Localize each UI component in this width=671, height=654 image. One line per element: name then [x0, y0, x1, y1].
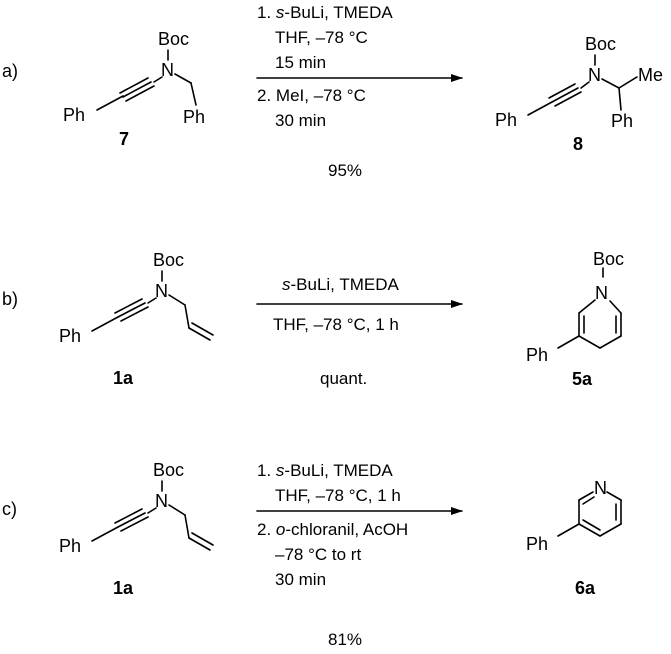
- bond: [618, 87, 622, 111]
- ring-bond: [578, 523, 601, 537]
- triple-bond: [117, 512, 146, 528]
- row-b-label: b): [2, 289, 18, 309]
- ring-bond: [578, 491, 594, 501]
- condition-line: 2. o-chloranil, AcOH: [257, 520, 408, 539]
- bond: [527, 101, 553, 116]
- ring-bond: [578, 335, 601, 349]
- bond: [147, 507, 157, 514]
- compound-7-structure: [96, 49, 197, 111]
- double-bond: [188, 327, 211, 341]
- compound-number: 6a: [575, 578, 596, 598]
- bond: [147, 297, 157, 304]
- bond: [601, 78, 620, 89]
- ph-label: Ph: [59, 326, 81, 346]
- boc-label: Boc: [158, 29, 189, 49]
- ring-bond: [599, 335, 622, 349]
- compound-number: 7: [119, 129, 129, 149]
- ph-label: Ph: [495, 110, 517, 130]
- triple-bond: [120, 306, 149, 322]
- n-atom-label: N: [155, 491, 168, 511]
- ph-label: Ph: [183, 107, 205, 127]
- ring-bond: [606, 491, 622, 501]
- triple-bond: [551, 87, 579, 103]
- compound-6a-structure: [557, 491, 622, 537]
- row-a-label: a): [2, 61, 18, 81]
- n-atom-label: N: [595, 283, 608, 303]
- condition-line: THF, –78 °C, 1 h: [275, 486, 401, 505]
- bond: [618, 76, 638, 89]
- bond: [168, 504, 186, 516]
- triple-bond: [117, 302, 146, 318]
- triple-bond: [122, 81, 152, 98]
- triple-bond: [554, 91, 582, 107]
- ring-bond: [599, 523, 622, 537]
- row-b: b) Boc N Ph 1a s-BuLi, TMEDA THF, –78 °C…: [2, 249, 624, 389]
- compound-number: 5a: [572, 369, 593, 389]
- compound-5a-structure: [557, 267, 622, 349]
- n-atom-label: N: [161, 60, 174, 80]
- bond: [190, 82, 197, 106]
- compound-number: 1a: [113, 368, 134, 388]
- ph-label: Ph: [526, 534, 548, 554]
- condition-line: THF, –78 °C, 1 h: [273, 315, 399, 334]
- double-bond-inner: [582, 519, 601, 531]
- condition-line: 15 min: [275, 53, 326, 72]
- bond: [168, 294, 186, 306]
- triple-bond: [119, 77, 149, 94]
- triple-bond: [114, 508, 143, 524]
- condition-line: 30 min: [275, 570, 326, 589]
- condition-line: 1. s-BuLi, TMEDA: [257, 3, 393, 22]
- bond: [580, 81, 590, 89]
- compound-8-structure: [527, 54, 638, 116]
- bond: [153, 76, 163, 83]
- bond: [184, 304, 190, 329]
- compound-1a-structure: [91, 270, 214, 341]
- double-bond-inner: [582, 496, 595, 505]
- condition-line: THF, –78 °C: [275, 28, 368, 47]
- bond: [96, 95, 124, 111]
- n-atom-label: N: [155, 281, 168, 301]
- yield-label: 95%: [328, 161, 362, 180]
- compound-1a-structure: [91, 480, 214, 551]
- yield-label: 81%: [328, 630, 362, 649]
- bond: [557, 523, 580, 537]
- boc-label: Boc: [153, 250, 184, 270]
- n-atom-label: N: [588, 65, 601, 85]
- ph-label: Ph: [59, 536, 81, 556]
- compound-number: 1a: [113, 578, 134, 598]
- triple-bond: [114, 298, 143, 314]
- row-a: a) Boc N Ph Ph 7 1. s-BuLi, TMEDA THF, –…: [2, 3, 663, 180]
- condition-line: 1. s-BuLi, TMEDA: [257, 461, 393, 480]
- condition-line: –78 °C to rt: [275, 545, 361, 564]
- triple-bond: [120, 516, 149, 532]
- triple-bond: [548, 83, 576, 99]
- double-bond: [191, 322, 214, 336]
- bond: [557, 335, 580, 349]
- yield-label: quant.: [320, 369, 367, 388]
- me-label: Me: [638, 65, 663, 85]
- row-c-label: c): [2, 499, 17, 519]
- bond: [578, 299, 596, 314]
- double-bond: [188, 537, 211, 551]
- boc-label: Boc: [153, 460, 184, 480]
- ph-label: Ph: [611, 111, 633, 131]
- bond: [174, 73, 192, 84]
- bond: [184, 514, 190, 539]
- boc-label: Boc: [585, 34, 616, 54]
- bond: [91, 316, 119, 332]
- ph-label: Ph: [63, 105, 85, 125]
- bond: [91, 526, 119, 542]
- condition-line: 2. MeI, –78 °C: [257, 86, 366, 105]
- double-bond: [191, 532, 214, 546]
- compound-number: 8: [573, 134, 583, 154]
- ring-bond: [609, 300, 622, 314]
- condition-line: 30 min: [275, 111, 326, 130]
- row-c: c) Boc N Ph 1a 1. s-BuLi, TMEDA THF, –78…: [2, 460, 622, 649]
- triple-bond: [125, 85, 155, 102]
- n-atom-label: N: [594, 478, 607, 498]
- boc-label: Boc: [593, 249, 624, 269]
- ph-label: Ph: [526, 345, 548, 365]
- condition-line: s-BuLi, TMEDA: [282, 275, 399, 294]
